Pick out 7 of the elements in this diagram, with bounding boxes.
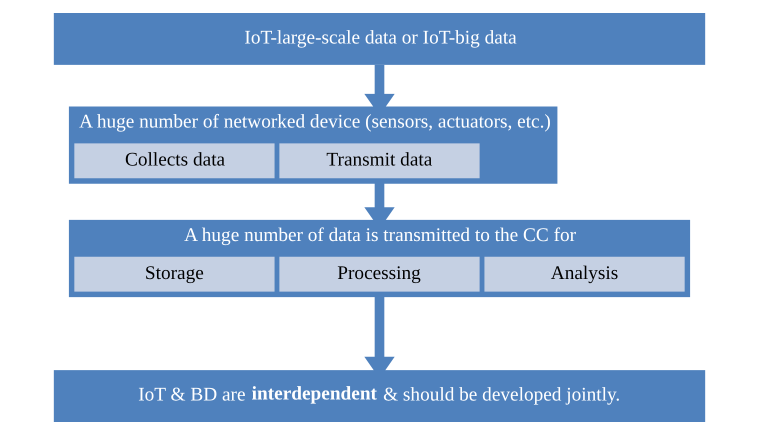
node-box: Transmit data [278, 143, 480, 178]
node-box: IoT-large-scale data or IoT-big data [53, 13, 705, 65]
node-box: Collects data [74, 143, 274, 178]
node-box: Storage [74, 256, 274, 292]
node-box: Processing [278, 256, 480, 292]
node-box: IoT & BD are interdependent & should be developed jointly. [53, 370, 705, 422]
node-box: Analysis [484, 256, 684, 292]
